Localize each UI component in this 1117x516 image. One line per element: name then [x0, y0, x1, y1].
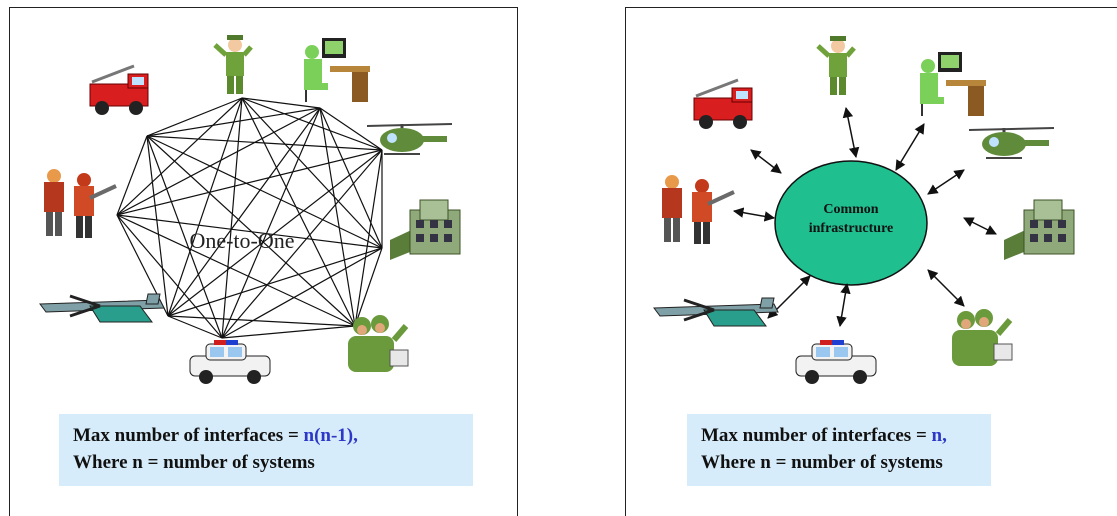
mesh-link [116, 135, 148, 216]
military-officer-icon [215, 35, 251, 94]
caption-line-2: Where n = number of systems [73, 452, 315, 473]
mesh-link [116, 214, 356, 327]
soldiers-icon [952, 309, 1012, 366]
mesh-link [221, 247, 383, 339]
mesh-link [146, 135, 223, 339]
mesh-link [146, 135, 169, 317]
mesh-link [146, 97, 243, 137]
firefighters-icon [42, 167, 118, 240]
mesh-link [116, 149, 383, 216]
mesh-link [241, 97, 383, 151]
arrow-police-car [836, 282, 851, 328]
mesh-link [221, 325, 356, 339]
mesh-link [167, 107, 321, 317]
one-to-one-diagram: One-to-One [38, 8, 461, 385]
caption-line-1: Max number of interfaces = n, [701, 425, 947, 446]
fire-truck-icon [88, 64, 150, 117]
mesh-connections [116, 97, 383, 339]
formula: n [931, 425, 943, 446]
fire-truck-icon [692, 78, 754, 131]
mesh-link [146, 107, 321, 137]
firefighters-icon [660, 173, 736, 246]
mesh-link [146, 135, 356, 327]
helicopter-icon [967, 126, 1056, 160]
hub-label-line-1: Common [823, 202, 878, 217]
arrow-operator [895, 123, 925, 171]
mesh-link [167, 97, 243, 317]
building-icon [1003, 199, 1075, 261]
mesh-link [167, 315, 223, 339]
hub-diagram: Common infrastructure [652, 8, 1075, 385]
mesh-link [116, 214, 223, 339]
mesh-link [167, 247, 383, 317]
mesh-link [354, 149, 383, 327]
arrow-officer [842, 106, 860, 159]
building-icon [389, 199, 461, 261]
police-car-icon [795, 339, 877, 385]
military-aircraft-icon [652, 296, 780, 328]
mesh-link [319, 107, 383, 249]
arrow-helicopter [927, 169, 965, 195]
mesh-link [319, 107, 383, 151]
military-officer-icon [818, 36, 854, 95]
mesh-link [167, 315, 356, 327]
interfaces-formula-caption: Max number of interfaces = n, Where n = … [687, 414, 991, 486]
military-aircraft-icon [38, 292, 166, 324]
mesh-link [116, 214, 383, 249]
mesh-link [354, 247, 383, 327]
one-to-one-panel: One-to-One Max number of interfaces = n(… [9, 7, 518, 516]
mesh-link [116, 107, 321, 216]
center-label: One-to-One [189, 228, 294, 253]
mesh-link [116, 97, 243, 216]
computer-operator-icon [919, 51, 987, 117]
mesh-link [241, 97, 356, 327]
mesh-link [221, 107, 321, 339]
mesh-link [116, 214, 169, 317]
formula: n(n-1) [303, 425, 354, 446]
arrow-firefighters [732, 207, 776, 222]
hub-label-line-2: infrastructure [809, 221, 894, 236]
caption-line-2: Where n = number of systems [701, 452, 943, 473]
arrow-fire-truck [750, 149, 782, 174]
arrow-building [963, 217, 997, 235]
mesh-link [146, 135, 383, 249]
caption-line-1: Max number of interfaces = n(n-1), [73, 425, 358, 446]
computer-operator-icon [303, 37, 371, 103]
mesh-link [221, 149, 383, 339]
common-infrastructure-panel: Common infrastructure Max number of inte… [625, 7, 1117, 516]
mesh-link [146, 135, 383, 151]
arrow-soldiers [927, 269, 965, 307]
common-infrastructure-hub [774, 160, 928, 286]
mesh-link [319, 107, 356, 327]
mesh-link [241, 97, 383, 249]
soldiers-icon [348, 315, 408, 372]
police-car-icon [189, 339, 271, 385]
interfaces-formula-caption: Max number of interfaces = n(n-1), Where… [59, 414, 473, 486]
mesh-link [241, 97, 321, 109]
